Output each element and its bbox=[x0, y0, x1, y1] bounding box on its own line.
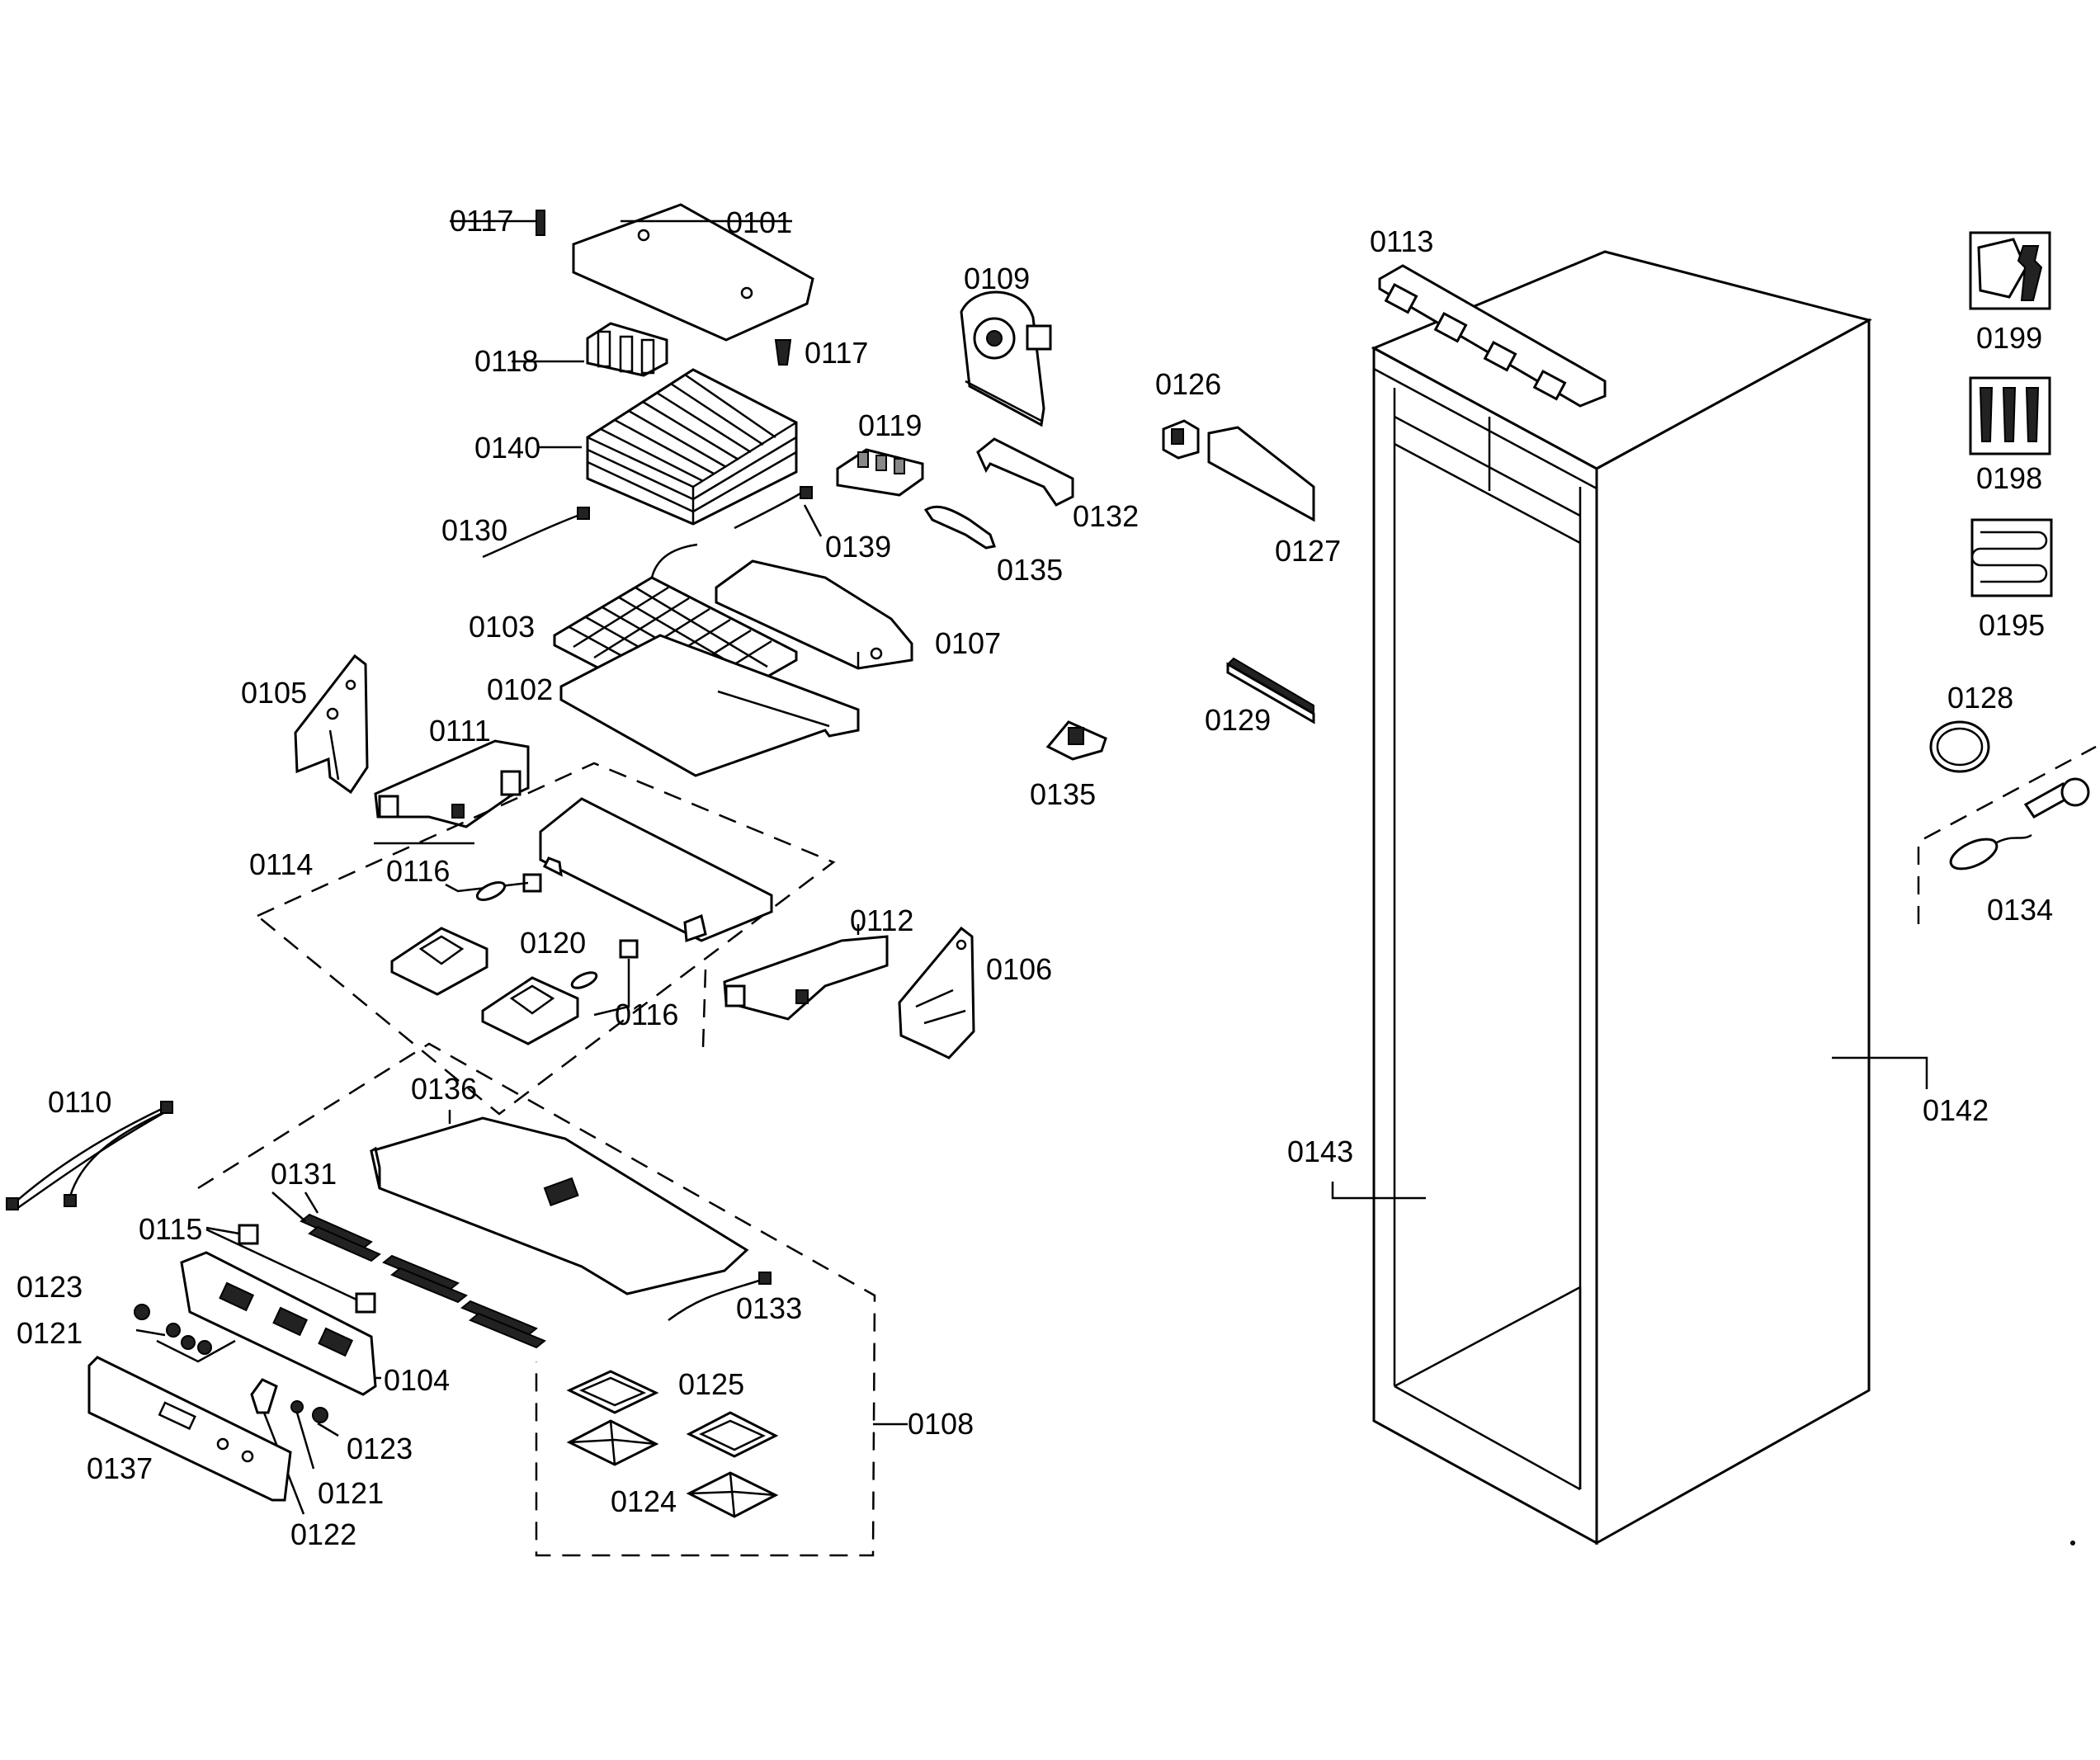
part-0127-panel bbox=[1207, 426, 1315, 522]
part-0115-knob bbox=[205, 1224, 376, 1314]
part-0135-clip bbox=[923, 505, 996, 550]
part-0124-filter bbox=[566, 1419, 779, 1518]
part-0128-ring bbox=[1929, 720, 1990, 773]
part-light-cover-a bbox=[390, 927, 488, 996]
part-0111-bracket bbox=[374, 739, 530, 828]
label-0139: 0139 bbox=[825, 530, 891, 564]
part-0118-bracket bbox=[512, 322, 668, 377]
part-0113-hinge bbox=[1378, 264, 1607, 408]
part-light-cover-b bbox=[481, 976, 579, 1045]
label-0117: 0117 bbox=[450, 204, 513, 238]
part-0120-bulb bbox=[475, 880, 598, 989]
label-0130: 0130 bbox=[441, 513, 507, 547]
callout-labels: 0117 0101 0118 0117 0140 0109 0119 0130 … bbox=[17, 204, 2053, 1551]
label-0143: 0143 bbox=[1287, 1135, 1353, 1168]
label-0131: 0131 bbox=[271, 1157, 337, 1191]
label-0137: 0137 bbox=[87, 1451, 153, 1485]
label-0121-b: 0121 bbox=[318, 1476, 384, 1510]
part-0102-pan bbox=[559, 634, 860, 777]
label-0118: 0118 bbox=[474, 344, 538, 378]
part-0121-spacer bbox=[135, 1323, 315, 1470]
label-0126: 0126 bbox=[1155, 367, 1221, 401]
label-0104: 0104 bbox=[384, 1363, 450, 1397]
part-0104-panel bbox=[180, 1251, 381, 1396]
part-0112-bracket bbox=[723, 924, 889, 1021]
label-0129: 0129 bbox=[1205, 703, 1271, 737]
label-0109: 0109 bbox=[964, 262, 1030, 295]
label-0120: 0120 bbox=[520, 926, 586, 960]
label-0127: 0127 bbox=[1275, 534, 1341, 568]
label-0132: 0132 bbox=[1073, 499, 1139, 533]
part-0114-cover bbox=[539, 797, 773, 943]
part-0125-filter bbox=[566, 1370, 779, 1458]
label-0117-b: 0117 bbox=[805, 336, 868, 370]
part-0110-harness bbox=[6, 1101, 173, 1210]
label-0128: 0128 bbox=[1947, 681, 2013, 715]
part-0106-bracket bbox=[898, 926, 975, 1059]
part-0117-screw-b bbox=[774, 339, 792, 366]
label-0199: 0199 bbox=[1976, 321, 2042, 355]
part-0140-evaporator bbox=[538, 368, 798, 526]
label-0135-b: 0135 bbox=[1030, 777, 1096, 811]
label-0140: 0140 bbox=[474, 431, 540, 465]
label-0114: 0114 bbox=[249, 847, 313, 881]
label-0135: 0135 bbox=[997, 553, 1063, 587]
part-0105-bracket bbox=[294, 654, 369, 795]
label-0121: 0121 bbox=[17, 1316, 83, 1350]
label-0123-b: 0123 bbox=[347, 1432, 413, 1465]
label-0134: 0134 bbox=[1987, 893, 2053, 927]
part-0139-heater bbox=[734, 486, 823, 537]
label-0115: 0115 bbox=[139, 1212, 202, 1246]
part-0119-block bbox=[836, 448, 924, 497]
label-0103: 0103 bbox=[469, 610, 535, 644]
label-0110: 0110 bbox=[48, 1085, 111, 1119]
screws-icon bbox=[1969, 376, 2051, 455]
label-0195: 0195 bbox=[1979, 608, 2045, 642]
part-0101-cover bbox=[572, 203, 814, 342]
part-0131-strips bbox=[271, 1191, 546, 1349]
label-0123: 0123 bbox=[17, 1270, 83, 1304]
cabinet-body bbox=[1371, 250, 1873, 1545]
label-0102: 0102 bbox=[487, 672, 553, 706]
label-0116: 0116 bbox=[386, 854, 450, 888]
label-0101: 0101 bbox=[726, 205, 792, 239]
part-0107-duct bbox=[715, 559, 913, 670]
label-0111: 0111 bbox=[429, 714, 491, 748]
part-0130-sensor bbox=[482, 507, 590, 559]
part-0134-capacitor bbox=[1949, 777, 2090, 871]
part-0137-bezel bbox=[87, 1356, 292, 1502]
label-0198: 0198 bbox=[1976, 461, 2042, 495]
coil-icon bbox=[1970, 518, 2053, 597]
label-0133: 0133 bbox=[736, 1291, 802, 1325]
part-0133-sensor bbox=[668, 1272, 772, 1322]
label-0116-b: 0116 bbox=[615, 998, 678, 1031]
label-0105: 0105 bbox=[241, 676, 307, 710]
part-0132-handle bbox=[976, 437, 1074, 507]
label-0106: 0106 bbox=[986, 952, 1052, 986]
part-0116-knob bbox=[445, 873, 639, 1017]
label-0108: 0108 bbox=[908, 1407, 974, 1441]
part-0135-clip-b bbox=[1045, 720, 1107, 761]
part-0126-switch bbox=[1162, 419, 1200, 460]
label-0136: 0136 bbox=[411, 1072, 477, 1106]
label-0124: 0124 bbox=[611, 1484, 677, 1518]
part-0136-plate bbox=[370, 1110, 749, 1295]
part-0129-strip bbox=[1226, 657, 1315, 724]
part-0117-screw bbox=[450, 210, 545, 236]
part-0123-screw bbox=[134, 1304, 339, 1437]
wrench-nut-icon bbox=[1969, 231, 2051, 310]
label-0107: 0107 bbox=[935, 626, 1001, 660]
label-0142: 0142 bbox=[1923, 1093, 1989, 1127]
label-0122: 0122 bbox=[290, 1517, 356, 1551]
label-0119: 0119 bbox=[858, 408, 922, 442]
part-0109-fan bbox=[960, 290, 1052, 427]
label-0112: 0112 bbox=[850, 904, 913, 937]
label-0113: 0113 bbox=[1370, 224, 1433, 258]
label-0125: 0125 bbox=[678, 1367, 744, 1401]
